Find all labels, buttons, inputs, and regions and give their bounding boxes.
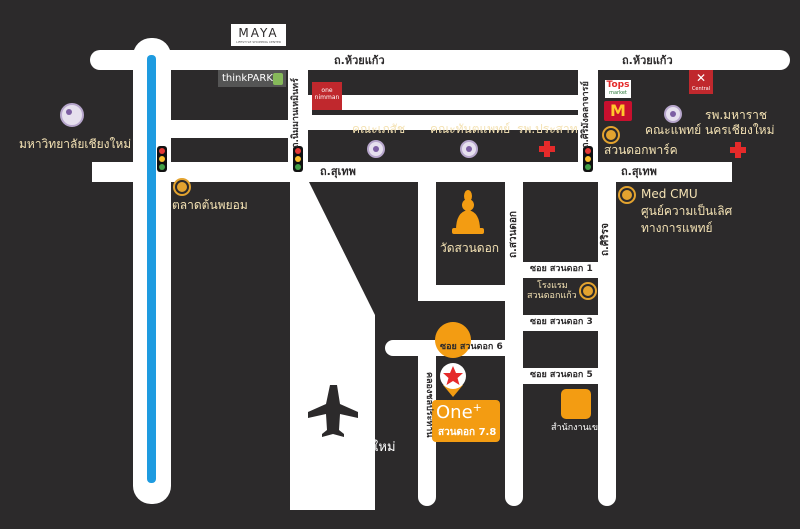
one-nimman-logo: one nimman [312,82,342,110]
tree-icon [272,72,283,85]
label-fac-dentistry: คณะทันตแพทย์ [430,122,511,136]
label-med-cmu-2: ศูนย์ความเป็นเลิศ [641,204,733,218]
road-soi-3 [518,315,606,331]
label-med-cmu-3: ทางการแพทย์ [641,221,713,235]
one-nimman-line2: nimman [314,94,340,101]
canal [147,55,156,483]
traffic-light-icon [583,146,593,172]
one-project-label: สวนดอก 7.8 [438,427,497,438]
road-label-suthep-right: ถ.สุเทพ [621,165,657,178]
central-logo-text: Central [691,86,711,92]
label-cmu: มหาวิทยาลัยเชียงใหม่ [19,137,132,151]
road-inner-bottom [290,115,590,130]
road-suthep [92,162,732,182]
road-label-suthep-left: ถ.สุเทพ [320,165,356,178]
label-hotel-2: สวนดอกแก้ว [527,291,577,301]
label-ton-payom: ตลาดต้นพยอม [172,198,248,212]
airplane-icon [308,385,358,437]
location-pin-icon [581,284,595,298]
road-label-sriroj: ถ.ศิริรจ [600,223,611,256]
one-nimman-line1: one [321,87,333,94]
label-maharaj-2: นครเชียงใหม่ [705,123,775,137]
label-suandok-park: สวนดอกพาร์ค [604,143,678,157]
road-fine-arts-link [160,120,300,138]
hospital-cross-icon [730,142,746,158]
road-label-huay-kaew-left: ถ.ห้วยแก้ว [334,54,385,67]
road-inner-top [290,95,590,110]
road-label-nimmanhaemin: ถ.นิมมานเหมินทร์ [291,78,301,148]
label-district-office: สำนักงานเขต [551,423,604,433]
university-seal-icon [664,105,682,123]
label-hotel-1: โรงแรม [537,281,568,291]
buddha-icon [452,190,484,234]
road-wat-block-bottom [418,285,518,301]
label-fac-medicine: คณะแพทย์ [645,123,702,137]
road-label-huay-kaew-right: ถ.ห้วยแก้ว [622,54,673,67]
label-fac-fine-arts: คณะเภสัช [352,122,406,136]
location-pin-icon [620,188,634,202]
road-label-suan-dok: ถ.สวนดอก [508,211,519,258]
traffic-light-icon [157,146,167,172]
location-pin-icon [604,128,618,142]
maya-logo-subtext: LIFESTYLE SHOPPING CENTER [236,40,281,44]
tops-logo-subtext: market [609,90,627,96]
label-wat-suan-dok: วัดสวนดอก [440,241,500,255]
district-office-icon [561,389,591,419]
think-park-text: thinkPARK [222,73,273,84]
label-prasat-hospital: รพ.ประสาท [517,122,578,136]
road-inner-left [300,95,312,130]
university-seal-icon [460,140,478,158]
road-soi-1 [518,262,606,278]
one-brand-text: One+ [436,402,482,422]
road-label-klong-chon: คลองชลประทาน [424,372,434,438]
location-pin-icon [175,180,189,194]
road-soi-5 [518,368,606,384]
road-label-soi-1: ซอย สวนดอก 1 [530,264,593,274]
road-klong-chon [418,345,436,506]
maya-logo: MAYA LIFESTYLE SHOPPING CENTER [231,24,286,46]
university-seal-icon [60,103,84,127]
label-airport: สนามบินเชียงใหม่ [295,440,396,455]
tops-logo: Tops market [605,80,631,98]
road-label-soi-5: ซอย สวนดอก 5 [530,370,593,380]
one-brand-word: One [436,402,473,423]
airport-area [290,180,375,510]
one-project-box [432,400,500,442]
traffic-light-icon [293,146,303,172]
road-label-soi-6: ซอย สวนดอก 6 [440,342,503,352]
label-med-cmu-1: Med CMU [641,187,698,201]
star-icon [435,322,472,397]
mcdonalds-icon: M [604,101,632,121]
university-seal-icon [367,140,385,158]
road-huay-kaew [90,50,790,70]
road-sriroj [598,170,616,506]
road-wat-block-left [418,170,436,300]
hospital-cross-icon [539,141,555,157]
central-logo: ✕ Central [689,70,713,94]
maya-logo-text: MAYA [238,26,279,40]
one-brand-plus: + [472,401,482,414]
tops-logo-text: Tops [606,80,630,90]
road-label-soi-3: ซอย สวนดอก 3 [530,317,593,327]
label-maharaj-1: รพ.มหาราช [705,108,768,122]
road-label-sirimangkalajarn: ถ.ศิริมังคลาจารย์ [581,81,591,148]
road-suan-dok [505,170,523,506]
think-park-logo: thinkPARK [218,70,286,87]
